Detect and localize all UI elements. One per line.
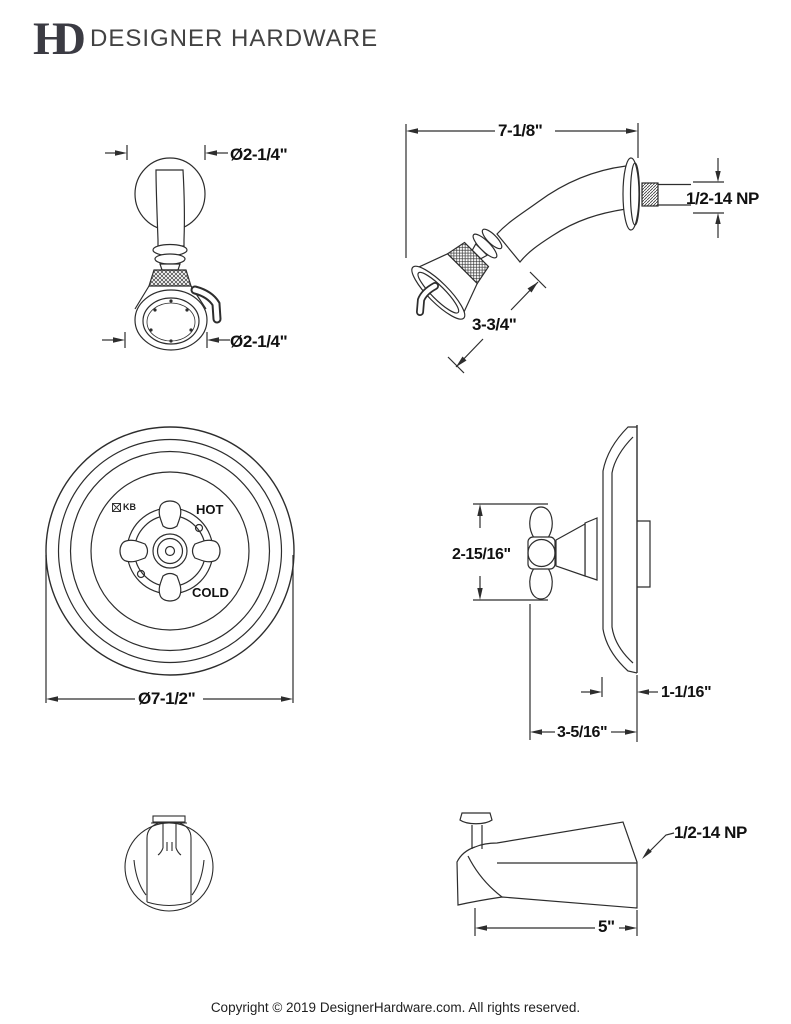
dim-valve-plate-diameter: Ø7-1/2" (138, 689, 196, 708)
tub-spout-side-view (456, 812, 675, 936)
dim-showerhead-face-diameter: Ø2-1/4" (230, 332, 288, 351)
valve-trim-front-view (45, 426, 295, 703)
tub-spout-front-view (124, 815, 214, 912)
dim-spout-thread: 1/2-14 NP (674, 823, 747, 842)
dim-showerhead-face-length: 3-3/4" (472, 315, 517, 334)
hot-label: HOT (196, 502, 224, 517)
designer-hardware-monogram-logo: H D (33, 13, 86, 65)
dim-shower-arm-length: 7-1/8" (498, 121, 543, 140)
dim-valve-plate-depth: 1-1/16" (661, 684, 712, 701)
copyright-notice: Copyright © 2019 DesignerHardware.com. A… (210, 1000, 581, 1015)
dim-spout-length: 5" (598, 917, 615, 936)
svg-text:H: H (33, 13, 70, 65)
dim-valve-handle-height: 2-15/16" (452, 546, 511, 563)
valve-trim-side-view (473, 425, 658, 742)
showerhead-side-view (405, 123, 724, 374)
dim-showerhead-flange-diameter: Ø2-1/4" (230, 145, 288, 164)
kb-logo-icon (112, 503, 121, 512)
cold-label: COLD (192, 585, 229, 600)
dim-shower-arm-thread: 1/2-14 NP (686, 189, 759, 208)
dim-valve-total-depth: 3-5/16" (557, 724, 608, 741)
svg-text:D: D (52, 13, 86, 65)
brand-name: DESIGNER HARDWARE (90, 25, 379, 52)
kb-brand-mark: KB (112, 503, 136, 512)
showerhead-front-view (102, 145, 230, 351)
